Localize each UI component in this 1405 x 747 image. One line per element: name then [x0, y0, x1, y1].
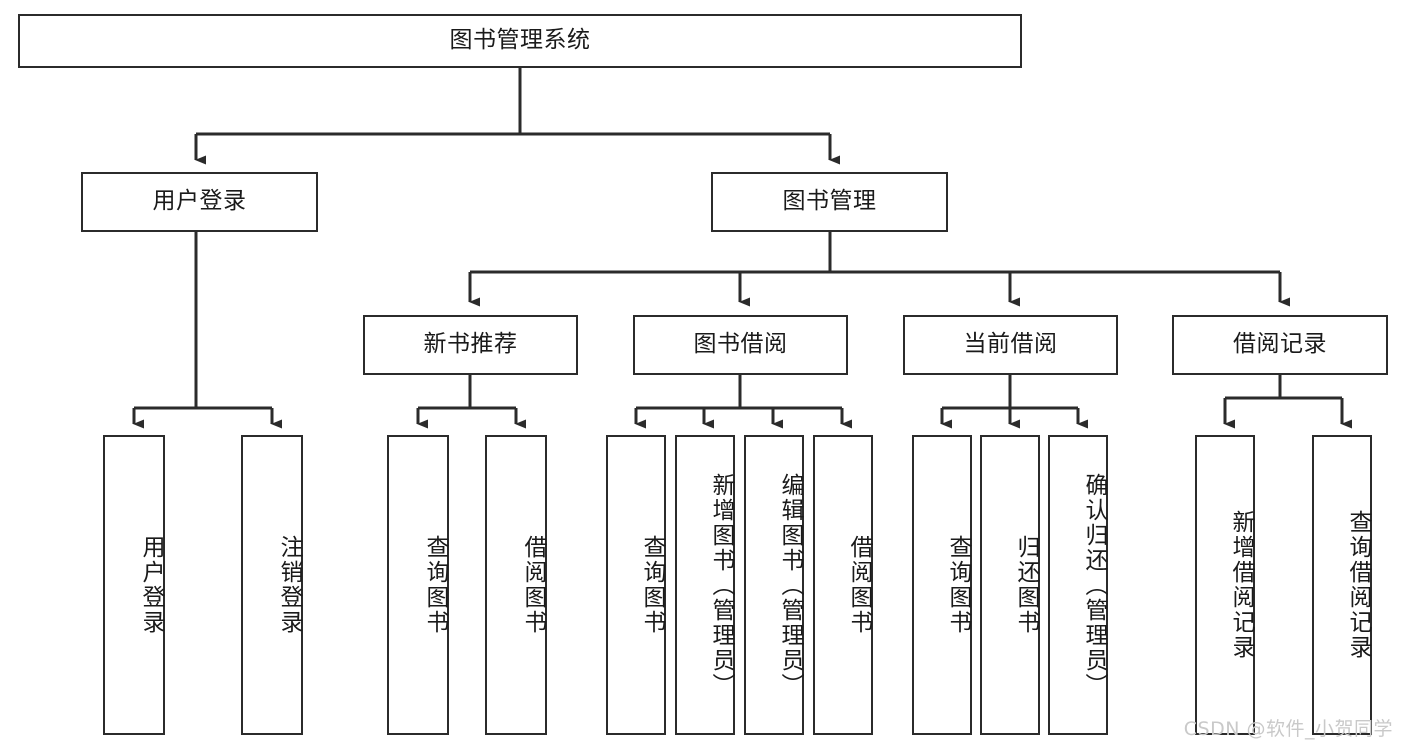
node-leaf-user-login[interactable]: 用户登录 — [103, 435, 165, 735]
node-leaf-query-record[interactable]: 查询借阅记录 — [1312, 435, 1372, 735]
node-root-system[interactable]: 图书管理系统 — [18, 14, 1022, 68]
node-leaf-confirm-return-label: 确认归还（管理员） — [1081, 472, 1107, 698]
node-new-book-recommend[interactable]: 新书推荐 — [363, 315, 578, 375]
node-leaf-confirm-return[interactable]: 确认归还（管理员） — [1048, 435, 1108, 735]
node-leaf-edit-book[interactable]: 编辑图书（管理员） — [744, 435, 804, 735]
node-leaf-query-record-label: 查询借阅记录 — [1345, 510, 1371, 660]
node-leaf-borrow-book-1-label: 借阅图书 — [520, 535, 546, 635]
node-leaf-query-book-1[interactable]: 查询图书 — [387, 435, 449, 735]
node-leaf-query-book-1-label: 查询图书 — [422, 535, 448, 635]
node-leaf-return-book[interactable]: 归还图书 — [980, 435, 1040, 735]
node-user-login[interactable]: 用户登录 — [81, 172, 318, 232]
node-leaf-edit-book-label: 编辑图书（管理员） — [777, 472, 803, 698]
node-current-borrow[interactable]: 当前借阅 — [903, 315, 1118, 375]
node-leaf-borrow-book-1[interactable]: 借阅图书 — [485, 435, 547, 735]
node-leaf-logout-login[interactable]: 注销登录 — [241, 435, 303, 735]
node-borrow-record[interactable]: 借阅记录 — [1172, 315, 1388, 375]
node-leaf-add-book-label: 新增图书（管理员） — [708, 472, 734, 698]
node-leaf-add-book[interactable]: 新增图书（管理员） — [675, 435, 735, 735]
node-leaf-borrow-book-2[interactable]: 借阅图书 — [813, 435, 873, 735]
node-leaf-query-book-3-label: 查询图书 — [945, 535, 971, 635]
node-leaf-borrow-book-2-label: 借阅图书 — [846, 535, 872, 635]
node-leaf-user-login-label: 用户登录 — [138, 535, 164, 635]
node-leaf-query-book-2-label: 查询图书 — [639, 535, 665, 635]
node-leaf-query-book-3[interactable]: 查询图书 — [912, 435, 972, 735]
node-leaf-add-record[interactable]: 新增借阅记录 — [1195, 435, 1255, 735]
node-leaf-return-book-label: 归还图书 — [1013, 535, 1039, 635]
node-book-manage[interactable]: 图书管理 — [711, 172, 948, 232]
node-leaf-add-record-label: 新增借阅记录 — [1228, 510, 1254, 660]
node-leaf-logout-login-label: 注销登录 — [276, 535, 302, 635]
node-leaf-query-book-2[interactable]: 查询图书 — [606, 435, 666, 735]
node-book-borrow[interactable]: 图书借阅 — [633, 315, 848, 375]
